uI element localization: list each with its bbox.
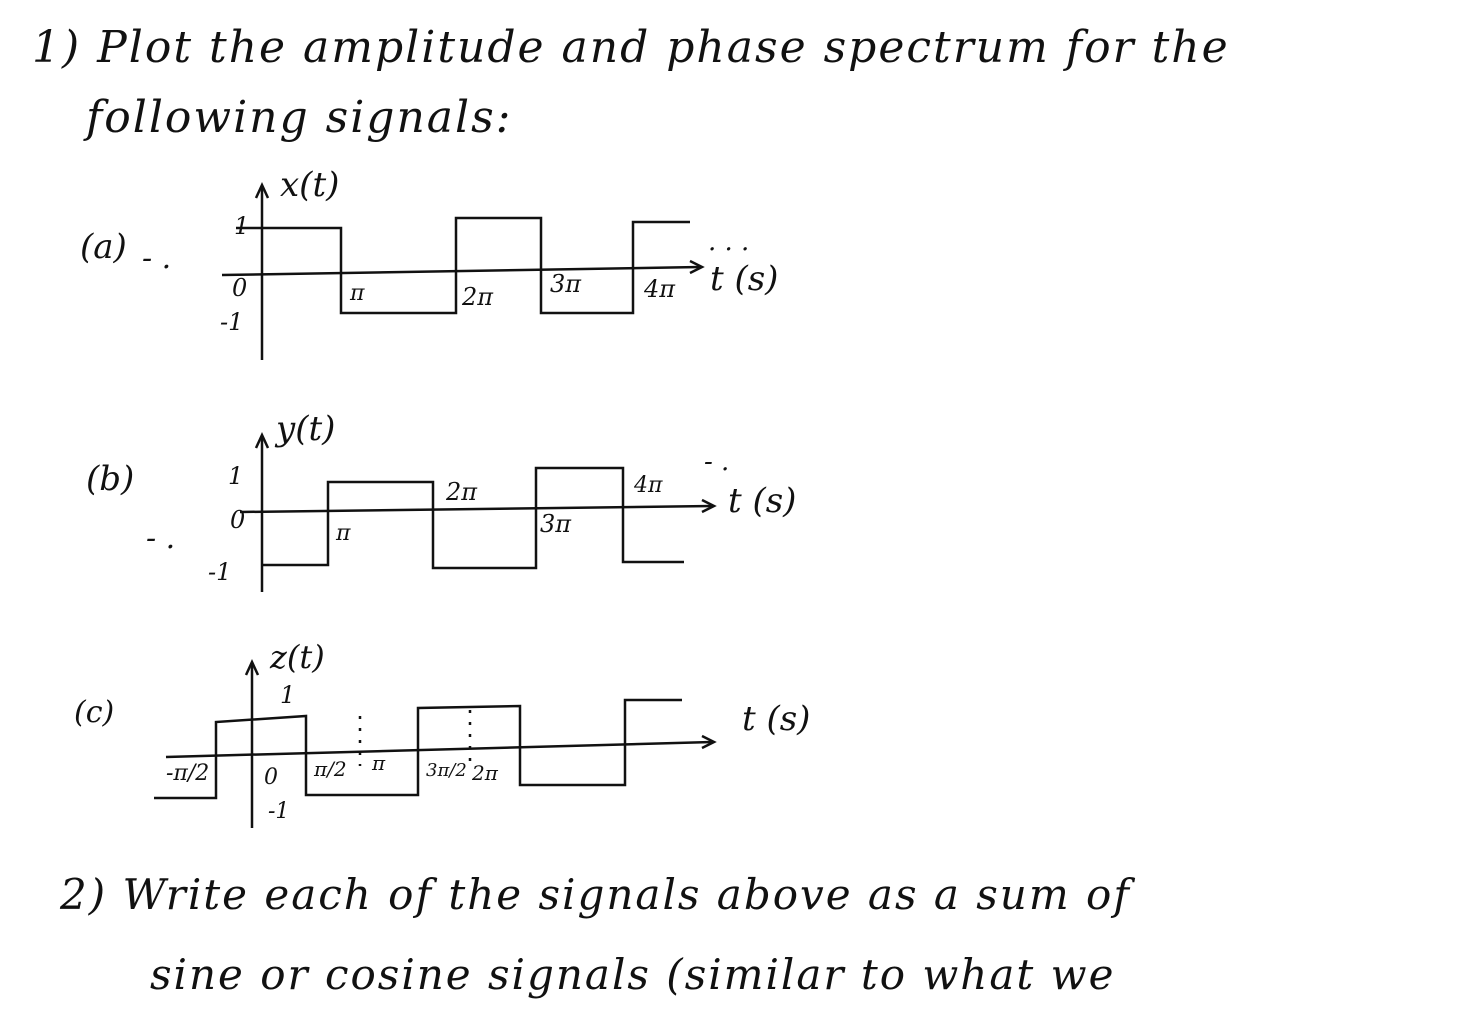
- graph-a-time-axis: [221, 265, 701, 277]
- graph-c-level-1: 1: [280, 681, 295, 709]
- graph-c-square-wave: [154, 698, 682, 800]
- graph-a-tick-2pi: 2π: [461, 283, 494, 311]
- graph-c-time-arrow-icon: [701, 734, 717, 750]
- graph-a-tick-4pi: 4π: [643, 275, 676, 303]
- graph-b-time-axis: [239, 504, 713, 514]
- question-2-text: Write each of the signals above as a sum…: [122, 870, 1131, 919]
- graph-c-tick-0: 0: [264, 765, 278, 790]
- graph-b-level-neg1: -1: [208, 558, 231, 586]
- graph-a-square-wave: [236, 216, 690, 315]
- graph-a-left-dots: - .: [142, 241, 171, 276]
- graph-a-right-dots: . . .: [708, 227, 749, 257]
- graph-b-level-1: 1: [228, 462, 243, 490]
- graph-c-signal-label: z(t): [269, 638, 325, 676]
- graph-c-time-axis: [165, 740, 713, 759]
- graph-a-axis-label: t (s): [710, 259, 778, 299]
- graph-a-vertical-arrow-icon: [254, 182, 270, 199]
- graph-c-part-label: (c): [74, 695, 114, 730]
- graph-a-tick-3pi: 3π: [550, 270, 582, 298]
- graph-a-signal-label: x(t): [280, 165, 339, 205]
- graph-a: (a) - . x(t) t (s) . . . 1 0 -1 π 2π 3π …: [80, 165, 778, 360]
- graph-a-part-label: (a): [80, 227, 127, 267]
- graph-b-part-label: (b): [86, 459, 134, 499]
- graph-b: (b) - . y(t) t (s) - . 1 0 -1 π 2π 3π 4π: [86, 409, 796, 592]
- question-2-line-2: sine or cosine signals (similar to what …: [150, 950, 1116, 999]
- graph-b-left-dots: - .: [146, 521, 175, 556]
- graph-a-tick-pi: π: [349, 281, 365, 306]
- graph-c-tick-half-pi: π/2: [313, 757, 347, 781]
- question-1-number: 1): [32, 22, 82, 73]
- graph-a-level-neg1: -1: [220, 308, 243, 336]
- graph-b-square-wave: [262, 466, 684, 570]
- graph-a-level-1: 1: [234, 212, 249, 240]
- graph-b-right-dots: - .: [704, 447, 729, 477]
- graph-c: (c) z(t) 1 -1 t (s) -π/2 0 π/2 π 3π/2 2π: [74, 638, 810, 828]
- graph-b-tick-2pi: 2π: [445, 478, 478, 506]
- graph-b-level-0: 0: [230, 506, 245, 534]
- graph-c-tick-three-half-pi: 3π/2: [426, 760, 467, 781]
- question-1-text: Plot the amplitude and phase spectrum fo…: [97, 22, 1230, 73]
- graph-b-tick-3pi: 3π: [540, 510, 572, 538]
- graph-b-time-arrow-icon: [701, 498, 717, 514]
- graph-b-signal-label: y(t): [274, 409, 335, 449]
- graph-b-axis-label: t (s): [728, 481, 796, 521]
- graph-b-tick-pi: π: [335, 521, 351, 546]
- graph-b-tick-4pi: 4π: [633, 473, 663, 498]
- graph-c-level-neg1: -1: [268, 799, 289, 824]
- question-1-line-2: following signals:: [86, 92, 513, 143]
- graph-b-vertical-arrow-icon: [254, 432, 270, 449]
- graph-a-level-0: 0: [232, 274, 247, 302]
- graph-c-tick-2pi: 2π: [471, 761, 499, 785]
- question-2-number: 2): [60, 870, 108, 919]
- graph-c-vertical-arrow-icon: [244, 659, 260, 676]
- graph-a-time-arrow-icon: [689, 259, 705, 275]
- question-2-line-1: 2) Write each of the signals above as a …: [60, 870, 1131, 919]
- graph-c-tick-pi: π: [371, 751, 386, 775]
- graph-c-tick-neg-half-pi: -π/2: [166, 761, 209, 786]
- question-1-line-1: 1) Plot the amplitude and phase spectrum…: [32, 22, 1230, 73]
- graph-c-axis-label: t (s): [742, 699, 810, 739]
